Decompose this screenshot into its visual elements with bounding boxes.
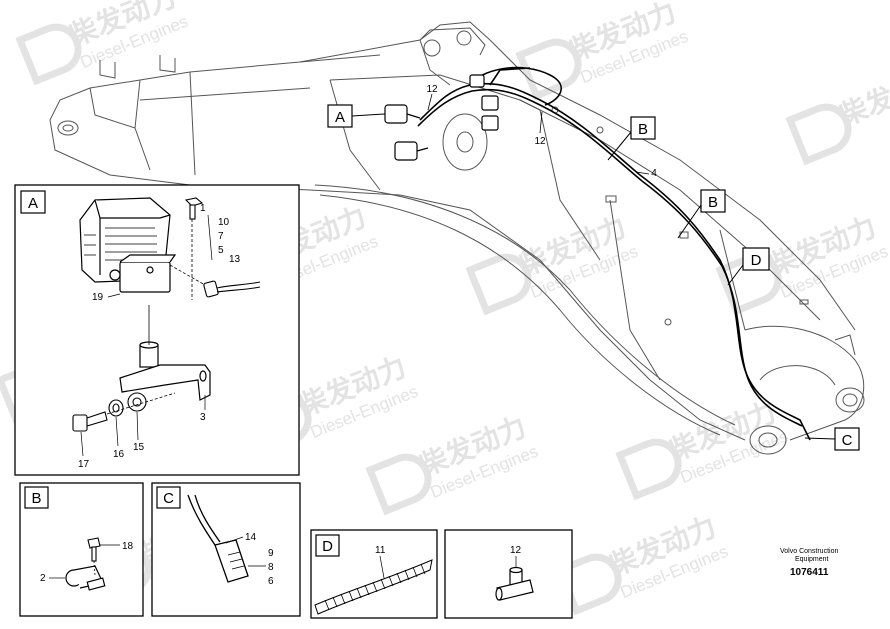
callout-b-main-1: B [607, 116, 656, 161]
svg-text:15: 15 [133, 442, 145, 453]
panel-e: 12 [444, 529, 573, 619]
callout-a-main: A [327, 104, 386, 128]
part-number: 8 [268, 562, 274, 573]
panel-b-label: B [31, 490, 41, 507]
panel-b: B 18 2 [19, 482, 144, 617]
panel-d-label: D [322, 538, 333, 555]
svg-text:B: B [638, 121, 648, 138]
svg-text:D: D [751, 252, 762, 269]
part-number: 6 [268, 576, 274, 587]
work-lamp [79, 197, 177, 293]
svg-text:13: 13 [229, 254, 241, 265]
callout-d-main: D [727, 247, 770, 286]
svg-text:A: A [335, 109, 345, 126]
watermark-brand: 柴发动力 [835, 60, 890, 133]
part-number: 4 [651, 168, 657, 179]
part-number: 14 [245, 532, 257, 543]
svg-text:19: 19 [92, 292, 104, 303]
svg-text:7: 7 [218, 231, 224, 242]
bolt-17 [72, 411, 108, 432]
svg-text:B: B [708, 194, 718, 211]
svg-text:1: 1 [200, 203, 206, 214]
svg-text:17: 17 [78, 459, 90, 470]
part-number: 18 [122, 541, 134, 552]
boom-lamps [384, 74, 499, 161]
svg-text:10: 10 [218, 217, 230, 228]
bracket-3 [119, 305, 211, 401]
panel-c-label: C [163, 490, 174, 507]
bolt-1 [184, 197, 204, 300]
part-number: 12 [510, 545, 522, 556]
maker-line2: Equipment [795, 556, 829, 563]
clamp-2 [65, 565, 106, 591]
callout-c-main: C [804, 427, 860, 451]
part-number: 12 [426, 84, 438, 95]
svg-text:5: 5 [218, 245, 224, 256]
panel-a: A [14, 184, 300, 476]
maker-line1: Volvo Construction [780, 548, 838, 555]
drawing-footer: Volvo Construction Equipment 1076411 [780, 548, 838, 578]
connector-13 [169, 264, 261, 298]
tee-fitting-12 [495, 566, 534, 601]
part-number: 12 [534, 136, 546, 147]
panel-c: C 14 9 8 6 [151, 482, 301, 617]
part-number: 2 [40, 573, 46, 584]
washers [106, 392, 176, 417]
panel-a-label: A [28, 195, 38, 212]
callout-b-main-2: B [677, 189, 726, 239]
main-callouts: A B B D C 12 12 4 [327, 84, 860, 451]
panel-a-numbers: 1 10 7 5 13 19 3 17 16 15 [78, 203, 241, 470]
conduit-11 [314, 559, 433, 615]
panel-d: D 11 [310, 529, 438, 619]
drawing-number: 1076411 [790, 567, 829, 578]
part-number: 9 [268, 548, 274, 559]
svg-text:3: 3 [200, 412, 206, 423]
svg-text:C: C [842, 432, 853, 449]
svg-text:16: 16 [113, 449, 125, 460]
part-number: 11 [375, 545, 386, 556]
screw-18 [87, 537, 101, 576]
